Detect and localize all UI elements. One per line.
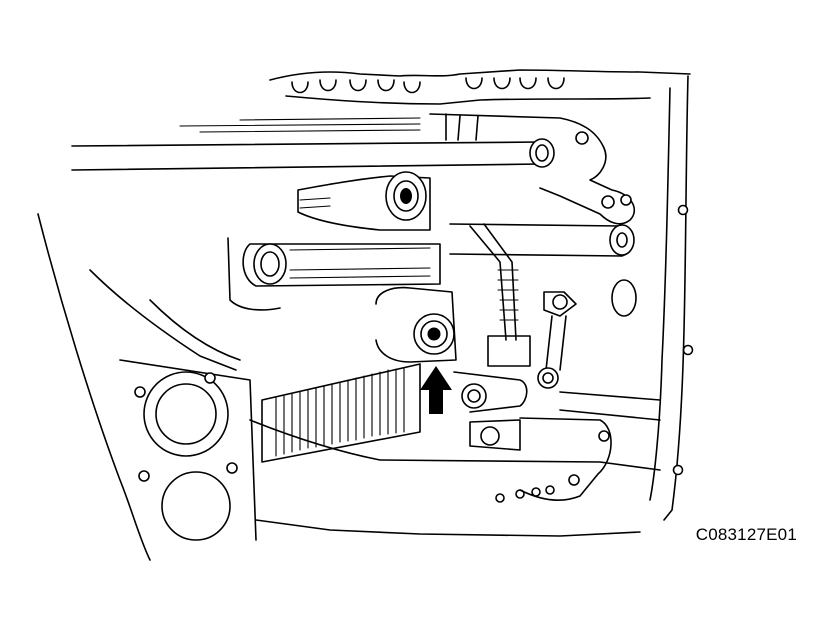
finned-block	[261, 363, 421, 463]
lower-lever-assembly	[453, 291, 577, 451]
spring-link	[469, 223, 531, 367]
upper-lever-bracket	[429, 113, 636, 225]
figure-code-label: C083127E01	[695, 525, 797, 544]
left-housing	[37, 213, 661, 561]
center-boss	[375, 286, 457, 363]
indicator-arrow	[420, 366, 452, 414]
upper-boss	[297, 171, 431, 231]
right-cylinder	[449, 223, 637, 317]
right-flange	[649, 75, 694, 521]
shift-rod	[71, 117, 555, 171]
middle-cylinder	[227, 237, 441, 311]
case-top-edge	[269, 69, 691, 105]
lower-bracket	[495, 391, 661, 503]
